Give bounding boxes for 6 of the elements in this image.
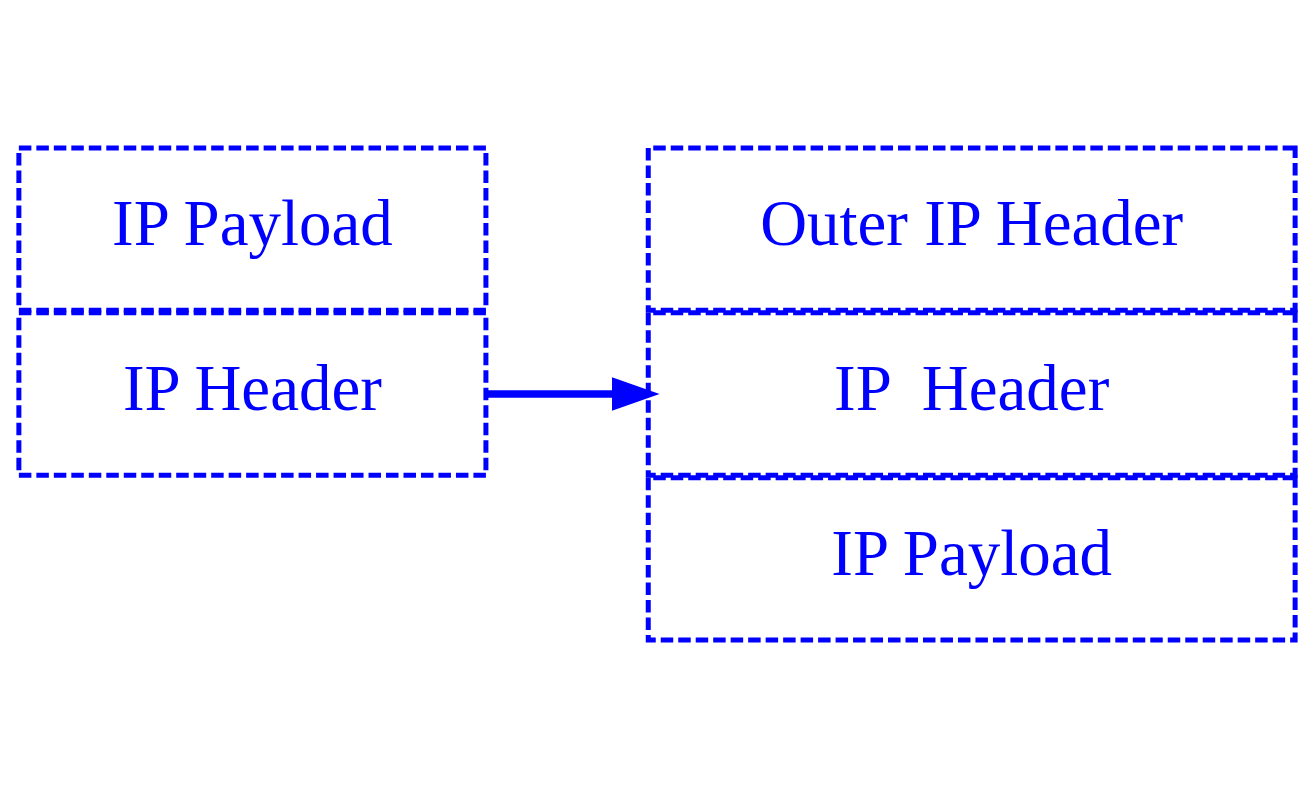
node-box: IP Header: [16, 309, 489, 478]
node-box: IP Payload: [16, 145, 489, 313]
node-box: Outer IP Header: [645, 145, 1298, 313]
node-box: IP Payload: [645, 474, 1298, 642]
node-box: IP Header: [645, 309, 1298, 478]
arrow: [486, 376, 660, 411]
